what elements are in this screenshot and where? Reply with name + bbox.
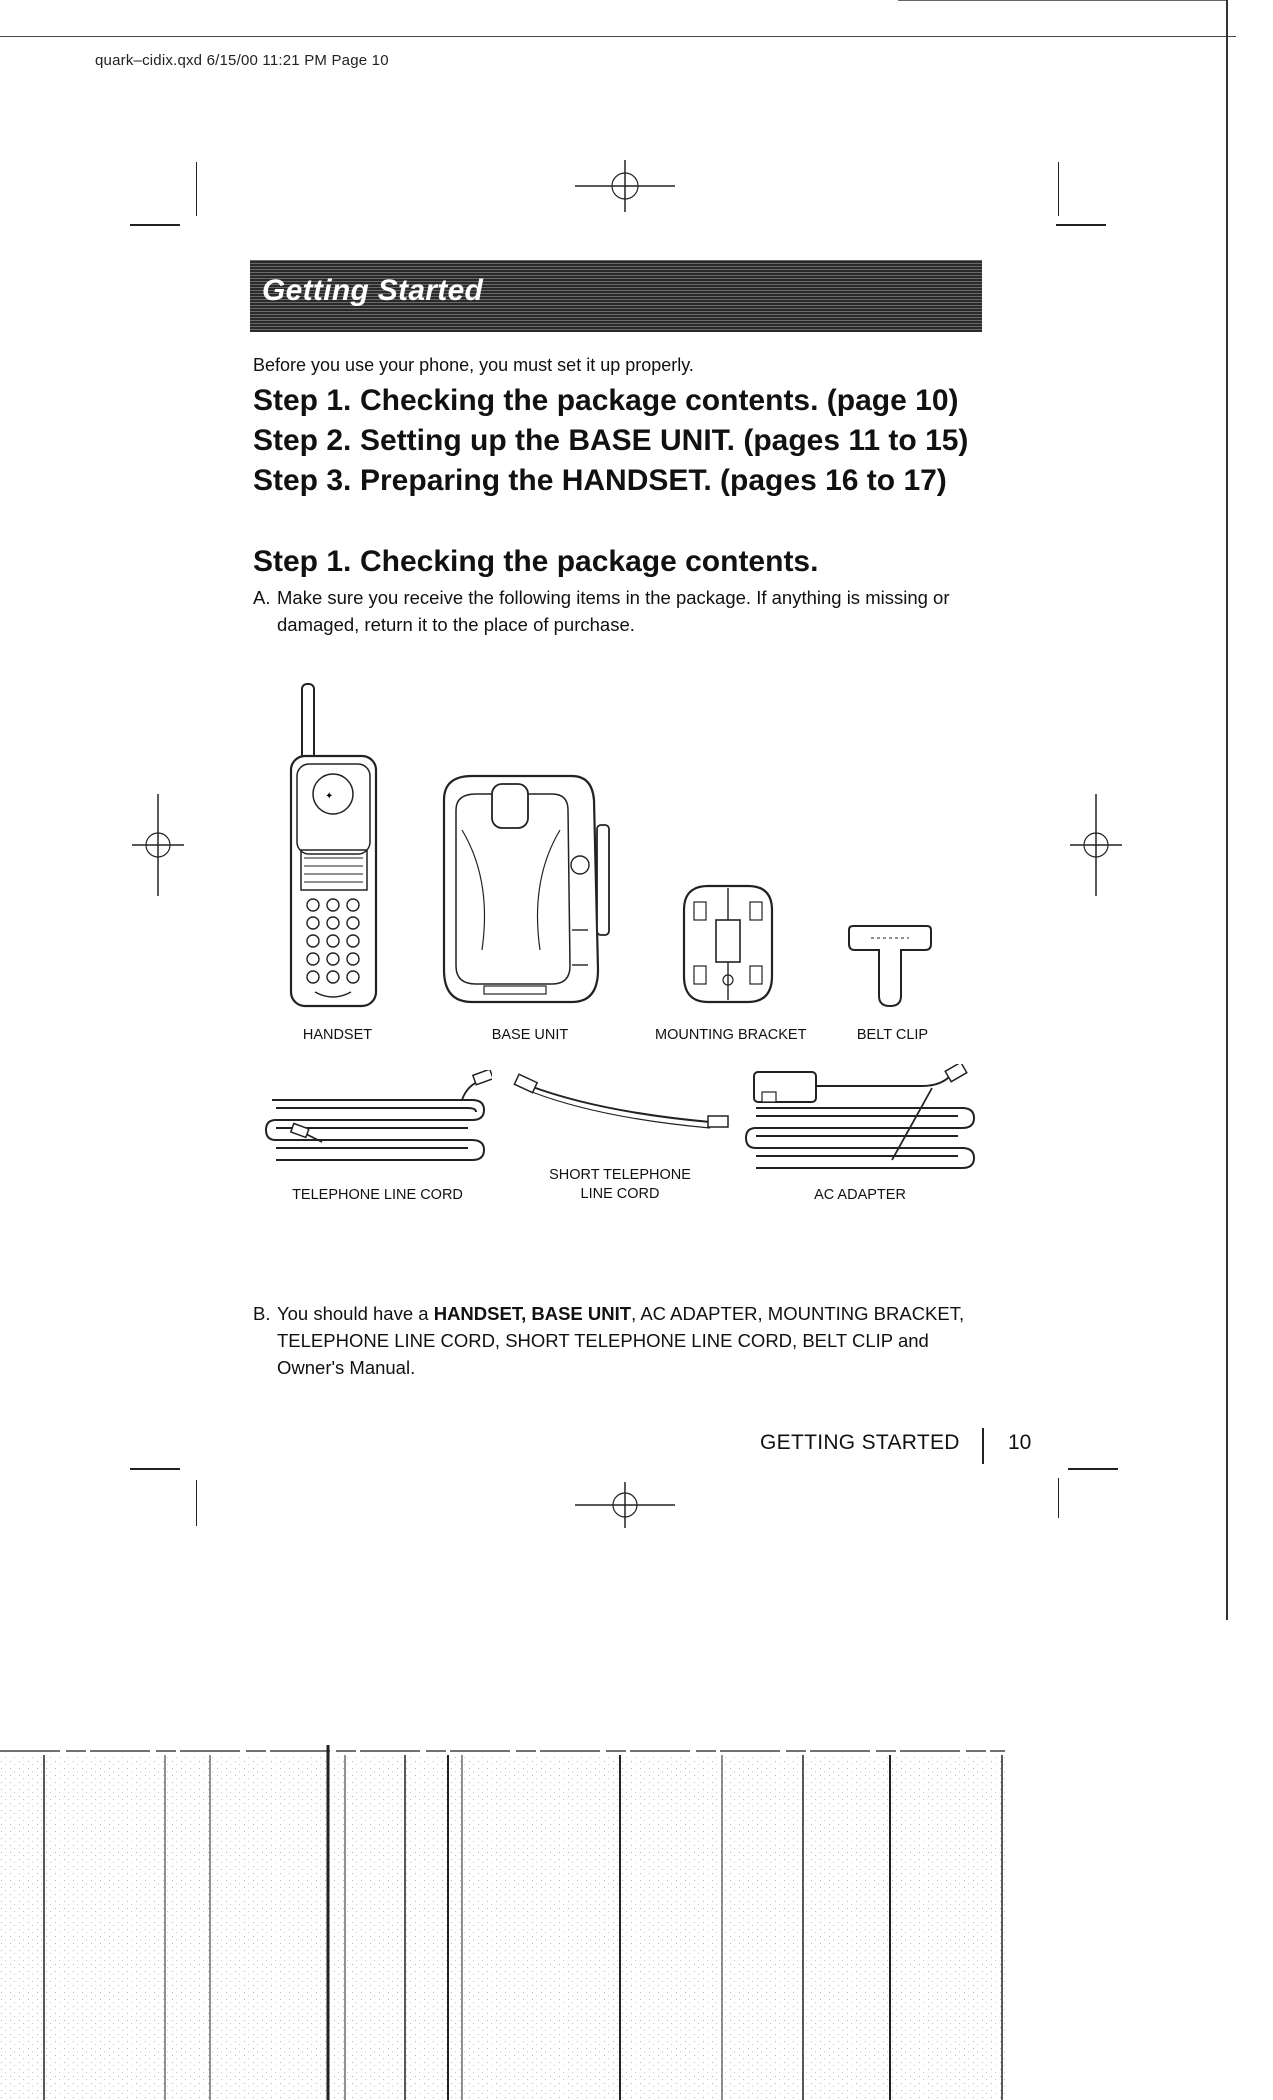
caption-telephone-line-cord: TELEPHONE LINE CORD [292, 1187, 463, 1203]
top-right-rule [898, 0, 1228, 1]
paragraph-a-line2: damaged, return it to the place of purch… [277, 614, 635, 635]
summary-step-3-text: Preparing the HANDSET. (pages 16 to 17) [360, 464, 947, 497]
section-heading: Step 1.Checking the package contents. [253, 545, 818, 579]
caption-mounting-bracket: MOUNTING BRACKET [655, 1027, 807, 1043]
crop-mark-bl-h [130, 1468, 180, 1470]
summary-step-3: Step 3.Preparing the HANDSET. (pages 16 … [253, 464, 947, 498]
summary-step-2-text: Setting up the BASE UNIT. (pages 11 to 1… [360, 424, 969, 457]
paragraph-b-line2: TELEPHONE LINE CORD, SHORT TELEPHONE LIN… [277, 1330, 929, 1351]
crop-mark-tl-v [196, 162, 197, 216]
registration-mark-left-icon [132, 794, 184, 896]
svg-text:✦: ✦ [325, 791, 333, 802]
summary-step-3-num: Step 3. [253, 464, 352, 497]
caption-belt-clip: BELT CLIP [856, 1027, 929, 1043]
base-unit-illustration [442, 774, 610, 1004]
summary-step-1: Step 1.Checking the package contents. (p… [253, 384, 959, 418]
crop-mark-br-v [1058, 1478, 1059, 1518]
crop-mark-tr-h [1056, 224, 1106, 226]
caption-base-unit: BASE UNIT [491, 1027, 569, 1043]
summary-step-2-num: Step 2. [253, 424, 352, 457]
intro-text: Before you use your phone, you must set … [253, 355, 694, 375]
paragraph-b-label: B. [253, 1303, 271, 1324]
summary-step-1-num: Step 1. [253, 384, 352, 417]
paragraph-b: B. You should have a HANDSET, BASE UNIT, … [253, 1300, 983, 1381]
registration-mark-right-icon [1070, 794, 1122, 896]
paragraph-b-line3: Owner's Manual. [277, 1357, 416, 1378]
crop-mark-tr-v [1058, 162, 1059, 216]
scan-noise-strip [0, 1745, 1005, 2100]
crop-mark-br-h [1068, 1468, 1118, 1470]
caption-short-cord: SHORT TELEPHONE LINE CORD [535, 1166, 705, 1204]
crop-mark-bl-v [196, 1480, 197, 1526]
summary-step-1-text: Checking the package contents. (page 10) [360, 384, 959, 417]
paragraph-a-line1: Make sure you receive the following item… [277, 587, 950, 608]
file-slug: quark–cidix.qxd 6/15/00 11:21 PM Page 10 [95, 52, 389, 69]
telephone-line-cord-illustration [264, 1070, 492, 1161]
top-crop-line [0, 36, 1236, 37]
paragraph-a-label: A. [253, 587, 271, 608]
paragraph-b-seg2: , AC ADAPTER, MOUNTING BRACKET, [631, 1303, 965, 1324]
caption-short-cord-line1: SHORT TELEPHONE [549, 1167, 691, 1183]
section-banner: Getting Started [250, 260, 982, 332]
caption-short-cord-line2: LINE CORD [580, 1186, 660, 1202]
caption-ac-adapter: AC ADAPTER [814, 1187, 906, 1203]
paragraph-a: A. Make sure you receive the following it… [253, 584, 983, 638]
banner-title: Getting Started [262, 274, 484, 307]
belt-clip-illustration [848, 925, 932, 1008]
paragraph-b-seg1: You should have a [277, 1303, 434, 1324]
paragraph-b-bold: HANDSET, BASE UNIT [433, 1303, 632, 1324]
crop-mark-tl-h [130, 224, 180, 226]
summary-step-2: Step 2.Setting up the BASE UNIT. (pages … [253, 424, 968, 458]
right-edge-line [1226, 0, 1228, 1620]
ac-adapter-illustration [744, 1064, 976, 1169]
footer-page-number: 10 [1008, 1431, 1032, 1454]
registration-mark-bottom-icon [575, 1482, 675, 1528]
section-heading-num: Step 1. [253, 545, 352, 578]
footer-section-title: GETTING STARTED [760, 1431, 960, 1454]
section-heading-title: Checking the package contents. [360, 545, 819, 578]
footer-divider [982, 1428, 984, 1464]
mounting-bracket-illustration [682, 884, 774, 1004]
caption-handset: HANDSET [302, 1027, 373, 1043]
short-telephone-line-cord-illustration [513, 1073, 729, 1129]
registration-mark-top-icon [575, 160, 675, 212]
handset-illustration: ✦ [289, 683, 378, 1008]
